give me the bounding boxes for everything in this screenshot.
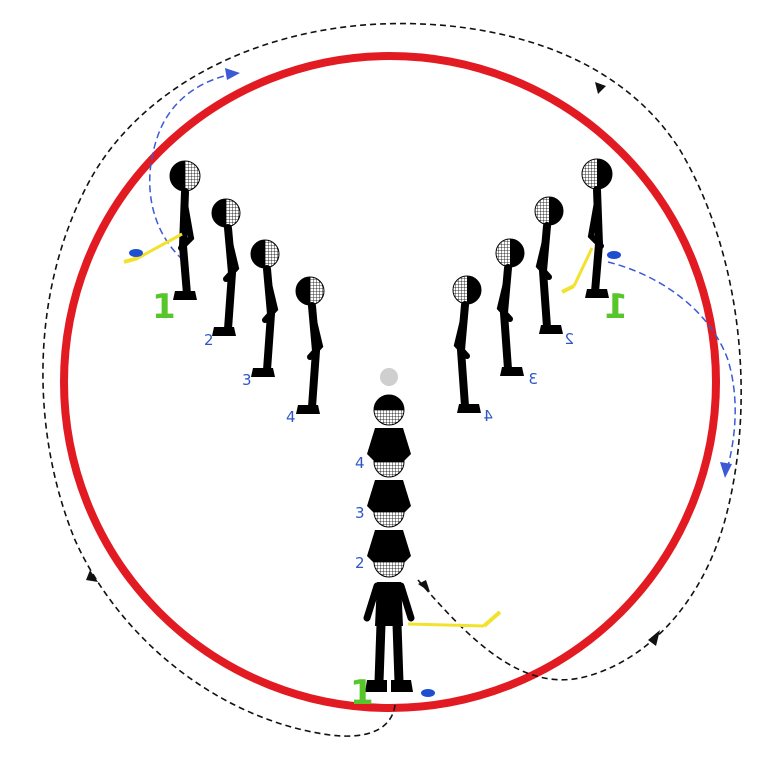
bottom-label-3: 3 <box>355 504 365 522</box>
puck-icon <box>607 251 621 259</box>
left-player-2 <box>211 198 241 336</box>
bottom-player-1 <box>363 546 415 692</box>
right-label-2: 2 <box>564 330 574 348</box>
right-puck-path <box>607 261 736 471</box>
left-puck-path-arrow-icon <box>225 68 240 80</box>
left-label-1: 1 <box>152 287 176 327</box>
left-player-4 <box>295 276 325 414</box>
right-label-1: 1 <box>604 287 628 327</box>
left-label-3: 3 <box>242 371 252 389</box>
bottom-label-2: 2 <box>355 554 365 572</box>
bottom-label-4: 4 <box>355 454 365 472</box>
hockey-stick-icon <box>572 247 594 287</box>
puck-icon <box>421 689 435 697</box>
left-label-2: 2 <box>204 331 214 349</box>
right-player-4 <box>452 275 482 413</box>
bottom-label-1: 1 <box>350 673 374 713</box>
right-player-1 <box>581 158 613 298</box>
hockey-stick-icon <box>407 622 485 628</box>
right-player-3 <box>495 238 525 376</box>
rink-circle <box>60 52 720 712</box>
left-player-1 <box>169 160 201 300</box>
left-label-4: 4 <box>286 408 296 426</box>
hockey-stick-icon <box>137 232 183 260</box>
right-puck-path-arrow-icon <box>720 462 732 478</box>
puck-icon <box>129 249 143 257</box>
right-player-2 <box>534 196 564 334</box>
path-arrow-icon <box>595 82 606 94</box>
path-arrow-icon <box>86 570 98 582</box>
ball-icon <box>380 368 398 386</box>
path-arrow-icon <box>648 630 660 646</box>
right-label-4: 4 <box>483 407 493 425</box>
left-puck-path <box>149 73 233 261</box>
right-label-3: 3 <box>528 370 538 388</box>
left-player-3 <box>250 239 280 377</box>
path-arrow-icon <box>418 580 430 592</box>
